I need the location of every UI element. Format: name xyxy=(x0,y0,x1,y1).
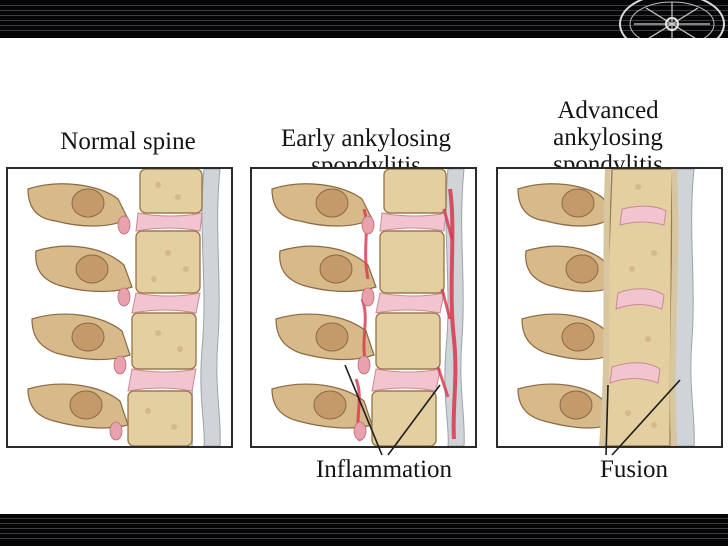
emblem-logo xyxy=(619,0,725,38)
panel-title-normal: Normal spine xyxy=(60,128,196,155)
panel-normal-spine xyxy=(6,167,233,448)
normal-spine-illustration xyxy=(27,169,221,446)
panel-early-as xyxy=(250,167,477,448)
bottom-bar xyxy=(0,514,728,546)
panel-title-advanced: Advanced ankylosing spondylitis xyxy=(553,97,663,178)
panel-advanced-as xyxy=(496,167,723,448)
top-bar xyxy=(0,0,728,38)
inflammation-label: Inflammation xyxy=(315,456,453,483)
early-as-illustration xyxy=(271,169,465,446)
fusion-label: Fusion xyxy=(599,456,669,483)
advanced-as-illustration xyxy=(517,169,695,446)
